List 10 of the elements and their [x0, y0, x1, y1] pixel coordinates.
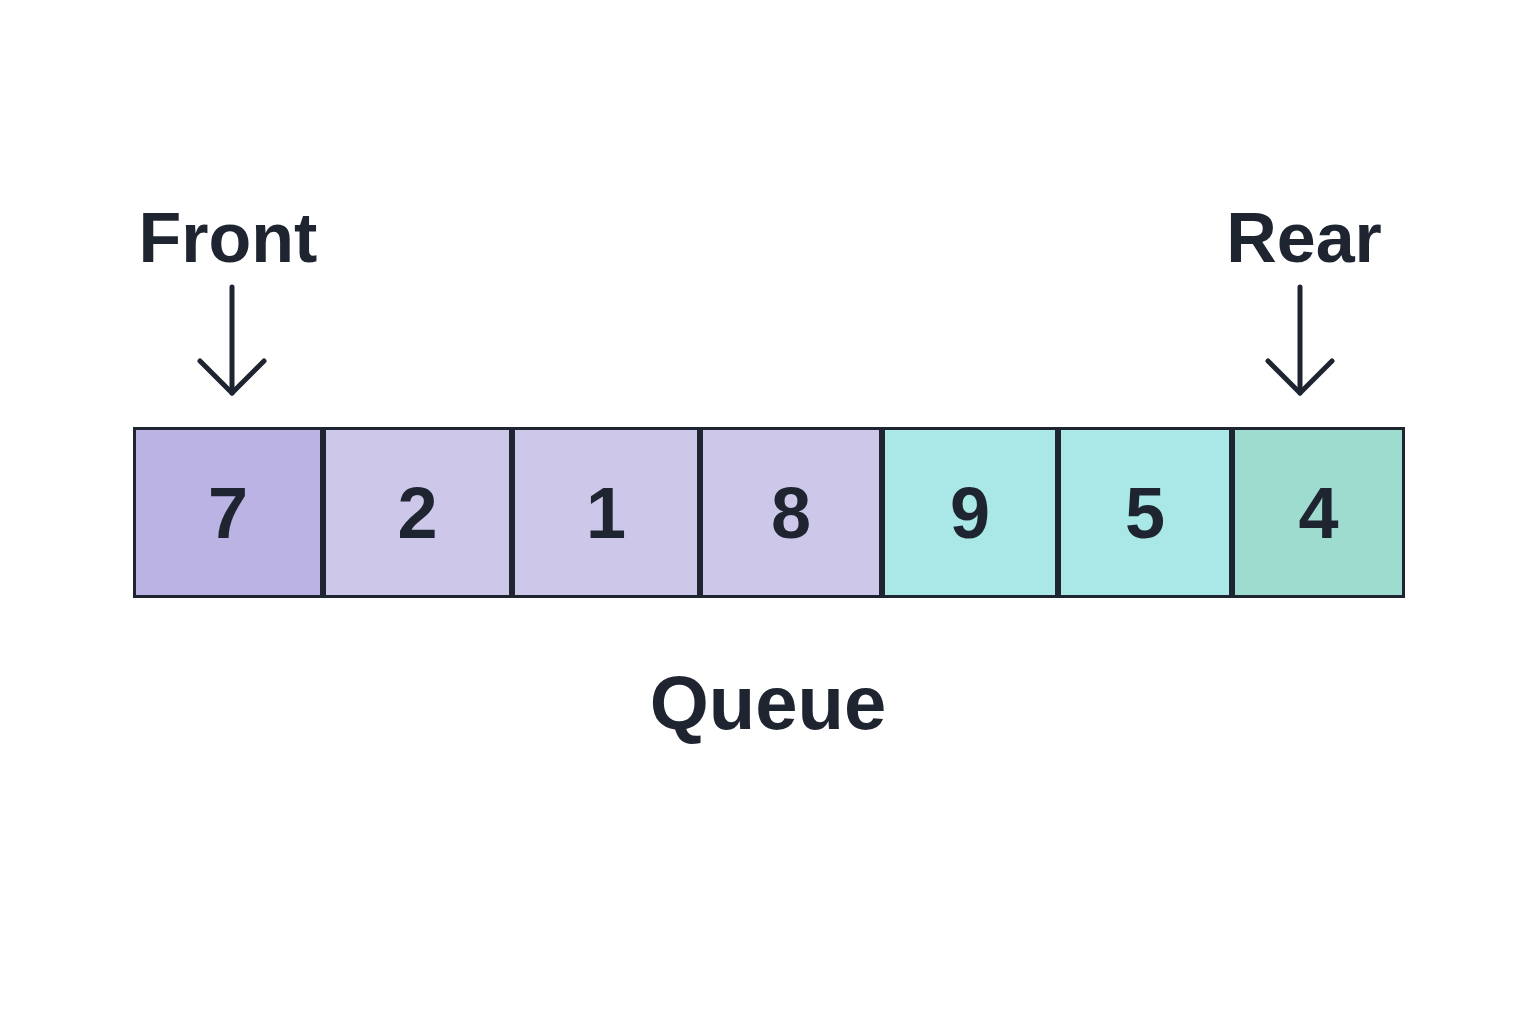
queue-cell: 5 — [1058, 427, 1232, 598]
queue-cell: 7 — [133, 427, 323, 598]
pointer-label: Front — [120, 195, 336, 281]
queue-cell: 8 — [700, 427, 882, 598]
queue-box — [133, 427, 1405, 598]
queue-cell: 2 — [323, 427, 512, 598]
pointer-label: Rear — [1204, 195, 1404, 281]
queue-cell: 4 — [1232, 427, 1405, 598]
queue-cell: 9 — [882, 427, 1058, 598]
queue-cell: 1 — [512, 427, 700, 598]
